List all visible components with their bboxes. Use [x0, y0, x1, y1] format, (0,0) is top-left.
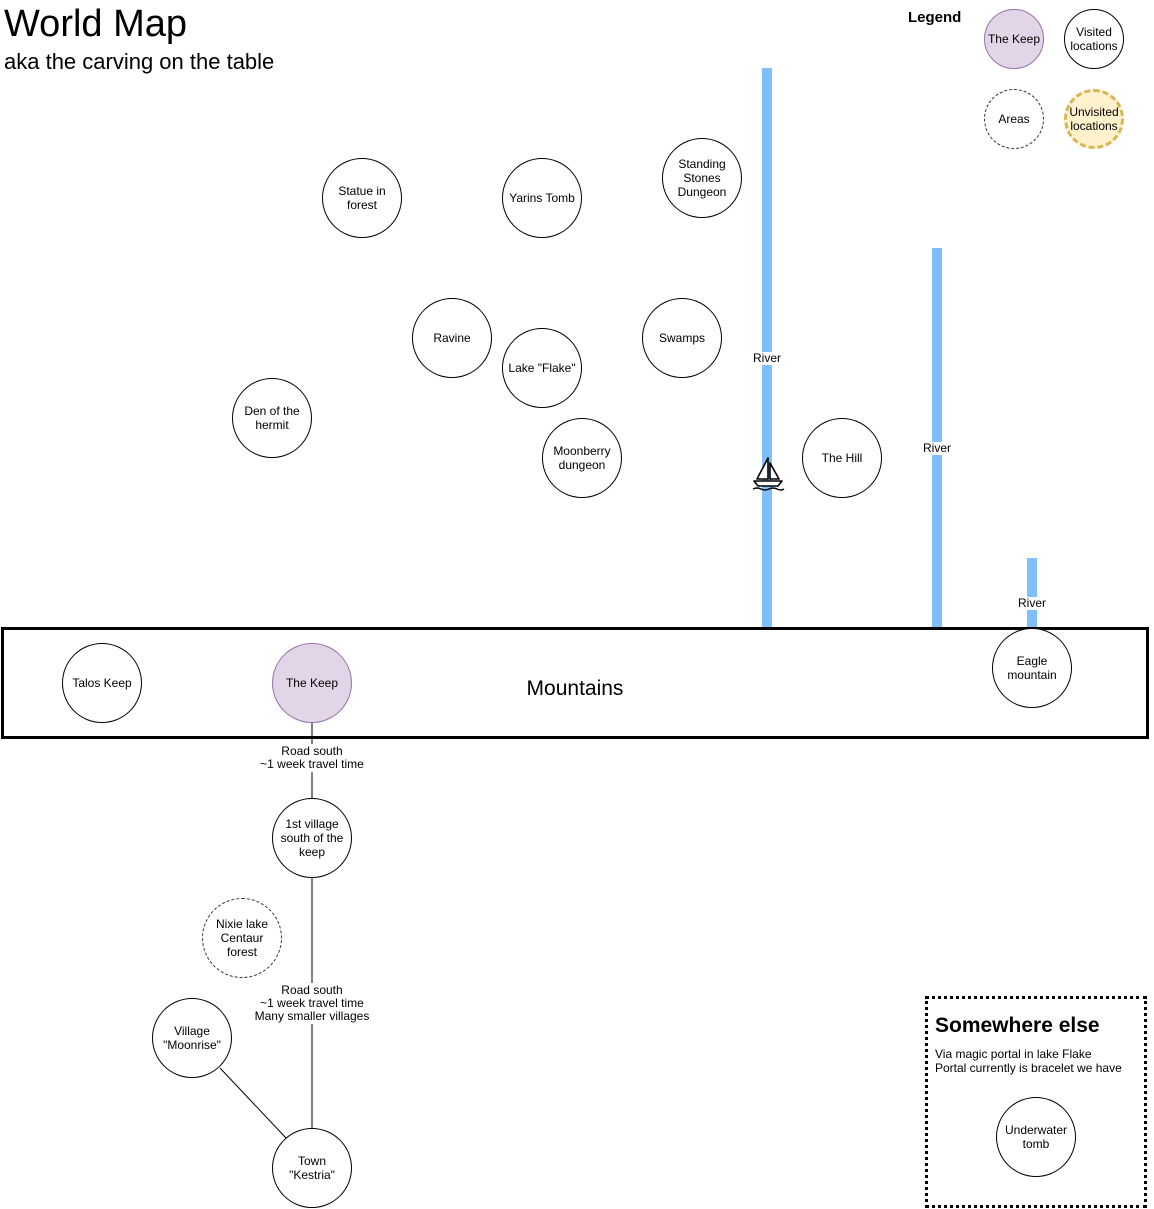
river-1	[762, 68, 772, 628]
location-first-village: 1st village south of the keep	[272, 798, 352, 878]
legend-unvisited: Unvisited locations	[1064, 89, 1124, 149]
legend-keep: The Keep	[984, 9, 1044, 69]
river-3	[1027, 558, 1037, 628]
location-lake-flake: Lake "Flake"	[502, 328, 582, 408]
location-town-kestria: Town "Kestria"	[272, 1128, 352, 1208]
road-label-1: Road south ~1 week travel time	[237, 744, 387, 772]
location-the-hill: The Hill	[802, 418, 882, 498]
page-subtitle: aka the carving on the table	[4, 49, 275, 74]
legend-visited: Visited locations	[1064, 9, 1124, 69]
location-statue-in-forest: Statue in forest	[322, 158, 402, 238]
page-title: World Map	[4, 3, 188, 45]
location-yarins-tomb: Yarins Tomb	[502, 158, 582, 238]
road-label-1-line-2: ~1 week travel time	[260, 757, 364, 771]
river-2	[932, 248, 942, 628]
location-eagle-mountain: Eagle mountain	[992, 628, 1072, 708]
location-village-moonrise: Village "Moonrise"	[152, 998, 232, 1078]
somewhere-else-title: Somewhere else	[935, 1014, 1100, 1037]
river-label-3: River	[1002, 597, 1062, 610]
legend-title: Legend	[908, 9, 962, 26]
location-moonberry-dungeon: Moonberry dungeon	[542, 418, 622, 498]
somewhere-else-region	[925, 996, 1147, 1208]
mountains-region	[1, 627, 1149, 739]
somewhere-else-line-2: Portal currently is bracelet we have	[935, 1061, 1122, 1075]
road-label-2-line-3: Many smaller villages	[254, 1009, 370, 1023]
location-standing-stones-dungeon: Standing Stones Dungeon	[662, 138, 742, 218]
road-label-1-line-1: Road south	[281, 744, 343, 758]
somewhere-else-line-1: Via magic portal in lake Flake	[935, 1047, 1092, 1061]
legend-areas: Areas	[984, 89, 1044, 149]
location-den-of-the-hermit: Den of the hermit	[232, 378, 312, 458]
road-label-2: Road south ~1 week travel time Many smal…	[232, 983, 392, 1024]
road-label-2-line-1: Road south	[281, 983, 343, 997]
location-ravine: Ravine	[412, 298, 492, 378]
sailboat-icon	[752, 457, 785, 491]
river-label-1: River	[737, 352, 797, 365]
somewhere-else-description: Via magic portal in lake Flake Portal cu…	[935, 1047, 1135, 1075]
road-moonrise-to-kestria	[219, 1067, 287, 1139]
mountains-label: Mountains	[526, 677, 624, 700]
location-talos-keep: Talos Keep	[62, 643, 142, 723]
river-label-2: River	[907, 442, 967, 455]
area-nixie-lake-centaur-forest: Nixie lake Centaur forest	[202, 898, 282, 978]
location-swamps: Swamps	[642, 298, 722, 378]
location-the-keep: The Keep	[272, 643, 352, 723]
location-underwater-tomb: Underwater tomb	[996, 1097, 1076, 1177]
road-label-2-line-2: ~1 week travel time	[260, 996, 364, 1010]
